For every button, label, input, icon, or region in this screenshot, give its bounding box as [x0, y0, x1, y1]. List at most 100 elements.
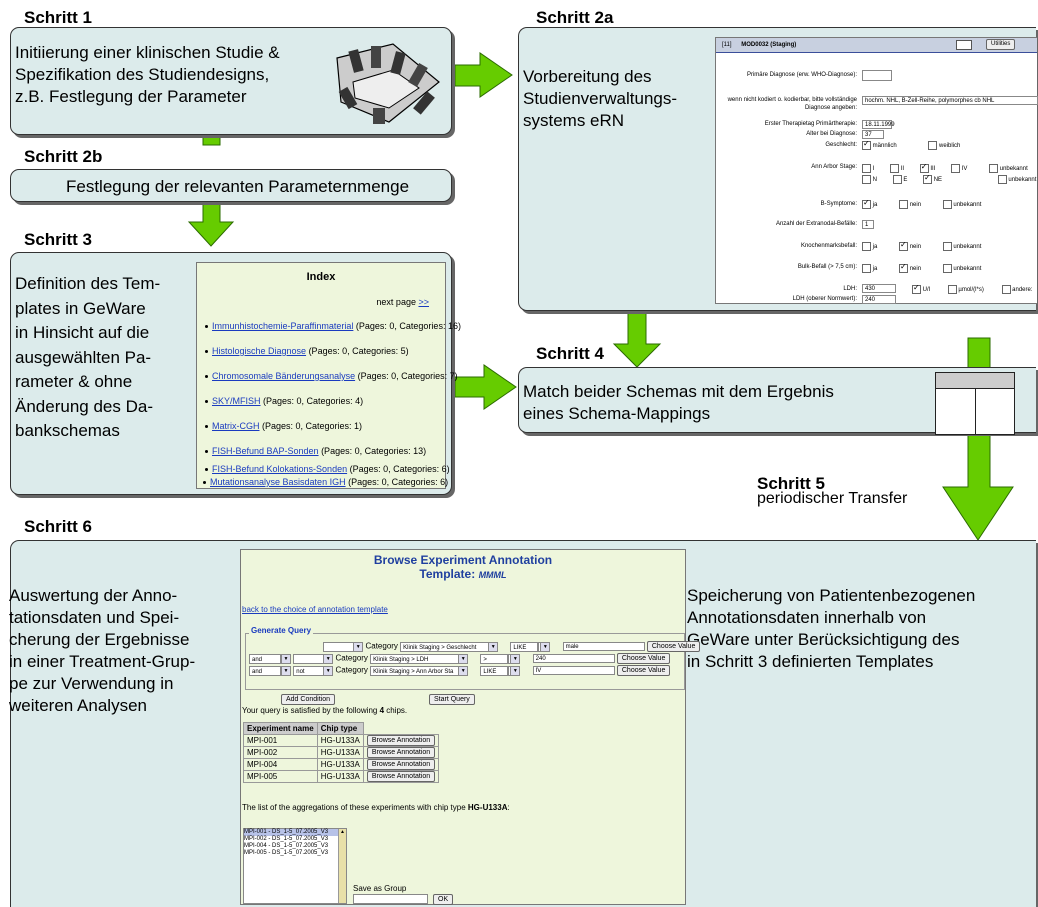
- sex-female-checkbox[interactable]: [928, 141, 938, 150]
- back-link[interactable]: back to the choice of annotation templat…: [242, 605, 388, 614]
- index-item-link[interactable]: Immunhistochemie-Paraffinmaterial: [212, 321, 354, 331]
- value-input[interactable]: 240: [532, 654, 615, 663]
- ern-label-knochen: Knochenmarksbefall:: [800, 243, 857, 249]
- choose-value-button[interactable]: Choose Value: [646, 641, 701, 652]
- listbox-scrollbar[interactable]: ▲: [338, 829, 346, 903]
- ldh-umol-checkbox[interactable]: [947, 285, 957, 294]
- bsym-unk-checkbox[interactable]: [942, 200, 952, 209]
- aa-n-checkbox[interactable]: [862, 175, 871, 184]
- ern-window-icon[interactable]: [956, 40, 972, 50]
- ern-age-input[interactable]: 37: [862, 130, 884, 139]
- step3-label: Schritt 3: [24, 230, 93, 249]
- step6-left-line: pe zur Verwendung in: [9, 674, 174, 693]
- step1-text: Initiierung einer klinischen Studie & Sp…: [15, 42, 280, 108]
- aa-option-label: II: [900, 166, 905, 173]
- step3-line: Definition des Tem-: [15, 274, 161, 293]
- ern-ldh-input[interactable]: 430: [862, 284, 896, 293]
- compare-dd-icon[interactable]: ▼: [538, 641, 551, 652]
- index-item-link[interactable]: Chromosomale Bänderungsanalyse: [212, 371, 356, 381]
- index-item-link[interactable]: Mutationsanalyse Basisdaten IGH: [210, 477, 346, 487]
- category-select[interactable]: Klinik Staging > Geschlecht▼: [400, 641, 499, 652]
- bulk-unk-checkbox[interactable]: [942, 264, 952, 273]
- query-op-select[interactable]: and: [249, 665, 281, 676]
- aa-i-checkbox[interactable]: [862, 164, 871, 173]
- browse-title: Browse Experiment Annotation Template: M…: [241, 553, 685, 582]
- browse-annotation-button[interactable]: Browse Annotation: [366, 771, 436, 782]
- step1-line: z.B. Festlegung der Parameter: [15, 87, 247, 106]
- aggregation-text: The list of the aggregations of these ex…: [242, 803, 510, 812]
- opt-label: andere:: [1012, 287, 1033, 294]
- query-op2-select[interactable]: ▼: [293, 653, 334, 664]
- browse-annotation-button[interactable]: Browse Annotation: [366, 735, 436, 746]
- arrow-s2b-s3: [187, 201, 235, 247]
- list-item[interactable]: MPI-001 - DS_1-5_07.2005_V3: [244, 829, 346, 836]
- result-count: 4: [379, 706, 385, 715]
- query-op2-select[interactable]: ▼: [323, 641, 364, 652]
- query-op-dd-icon[interactable]: ▼: [281, 665, 291, 676]
- next-page-link[interactable]: >>: [418, 297, 429, 307]
- aa-ii-checkbox[interactable]: [890, 164, 900, 173]
- index-item-link[interactable]: FISH-Befund Kolokations-Sonden: [212, 464, 348, 474]
- aa-iii-checkbox[interactable]: [919, 162, 929, 173]
- index-item-link[interactable]: FISH-Befund BAP-Sonden: [212, 446, 319, 456]
- index-item-link[interactable]: SKY/MFISH: [212, 396, 261, 406]
- add-condition-button[interactable]: Add Condition: [281, 694, 335, 705]
- choose-value-button[interactable]: Choose Value: [616, 665, 671, 676]
- ern-label-therapy-day: Erster Therapietag Primärtherapie:: [764, 121, 857, 127]
- bulk-nein-checkbox[interactable]: [899, 262, 909, 273]
- table-row: MPI-005 HG-U133A Browse Annotation: [243, 770, 440, 783]
- query-op-dd-icon[interactable]: ▼: [281, 653, 291, 664]
- kn-unk-checkbox[interactable]: [942, 242, 952, 251]
- save-group-input[interactable]: [353, 894, 428, 904]
- index-item-link[interactable]: Histologische Diagnose: [212, 346, 307, 356]
- aa-unknown-checkbox[interactable]: [989, 164, 999, 173]
- query-row: and▼ ▼ Category Klinik Staging > LDH▼ >▼…: [249, 653, 671, 664]
- aa-unknown2-checkbox[interactable]: [997, 175, 1007, 184]
- start-query-button[interactable]: Start Query: [429, 694, 475, 705]
- kn-ja-checkbox[interactable]: [862, 242, 871, 251]
- ok-button[interactable]: OK: [433, 894, 454, 905]
- ern-primary-diag-input[interactable]: [862, 70, 892, 81]
- sex-male-checkbox[interactable]: [862, 139, 871, 150]
- category-select[interactable]: Klinik Staging > LDH▼: [370, 653, 469, 664]
- compare-select[interactable]: LIKE: [480, 665, 509, 676]
- step6-right-line: Speicherung von Patientenbezogenen: [687, 586, 976, 605]
- exp-name: MPI-004: [243, 758, 318, 771]
- compare-dd-icon[interactable]: ▼: [508, 665, 521, 676]
- query-op2-select[interactable]: not▼: [293, 665, 334, 676]
- browse-annotation-button[interactable]: Browse Annotation: [366, 759, 436, 770]
- ldh-other-checkbox[interactable]: [1001, 285, 1011, 294]
- browse-panel: Browse Experiment Annotation Template: M…: [240, 549, 701, 905]
- opt-label: ja: [872, 202, 878, 209]
- value-input[interactable]: IV: [532, 666, 615, 675]
- ldh-ul-checkbox[interactable]: [912, 283, 921, 294]
- browse-annotation-button[interactable]: Browse Annotation: [366, 747, 436, 758]
- query-op-select[interactable]: and: [249, 653, 281, 664]
- value-input[interactable]: male: [562, 642, 645, 651]
- choose-value-button[interactable]: Choose Value: [616, 653, 671, 664]
- list-item[interactable]: MPI-005 - DS_1-5_07.2005_V3: [244, 850, 329, 856]
- index-item-link[interactable]: Matrix-CGH: [212, 421, 260, 431]
- compare-select[interactable]: >: [480, 653, 509, 664]
- aa-iv-checkbox[interactable]: [951, 164, 961, 173]
- ern-therapy-day-input[interactable]: 18.11.1999: [862, 120, 895, 129]
- bsym-nein-checkbox[interactable]: [899, 200, 909, 209]
- compare-select[interactable]: LIKE: [510, 641, 539, 652]
- compare-dd-icon[interactable]: ▼: [508, 653, 521, 664]
- ern-utilities-button[interactable]: Utilities: [986, 39, 1016, 50]
- ern-panel: [11] MOD0032 (Staging) Utilities Primäre…: [715, 37, 1038, 304]
- kn-nein-checkbox[interactable]: [899, 240, 909, 251]
- step1-box: Initiierung einer klinischen Studie & Sp…: [10, 27, 452, 135]
- bulk-ja-checkbox[interactable]: [862, 264, 871, 273]
- aggregation-listbox[interactable]: MPI-001 - DS_1-5_07.2005_V3 MPI-002 - DS…: [243, 828, 347, 904]
- ern-ldh-upper-input[interactable]: 240: [862, 295, 896, 304]
- chip-type: HG-U133A: [316, 770, 364, 783]
- aa-e-checkbox[interactable]: [892, 175, 902, 184]
- aa-ne-checkbox[interactable]: [923, 173, 933, 184]
- list-item[interactable]: MPI-004 - DS_1-5_07.2005_V3: [244, 843, 329, 849]
- category-select[interactable]: Klinik Staging > Ann Arbor Sta▼: [370, 665, 469, 676]
- list-item[interactable]: MPI-002 - DS_1-5_07.2005_V3: [244, 836, 329, 842]
- bsym-ja-checkbox[interactable]: [862, 198, 871, 209]
- ern-not-coded-input[interactable]: hochm. NHL, B-Zell-Reihe, polymorphes cb…: [862, 96, 1038, 105]
- ern-extranodal-input[interactable]: 1: [862, 220, 874, 229]
